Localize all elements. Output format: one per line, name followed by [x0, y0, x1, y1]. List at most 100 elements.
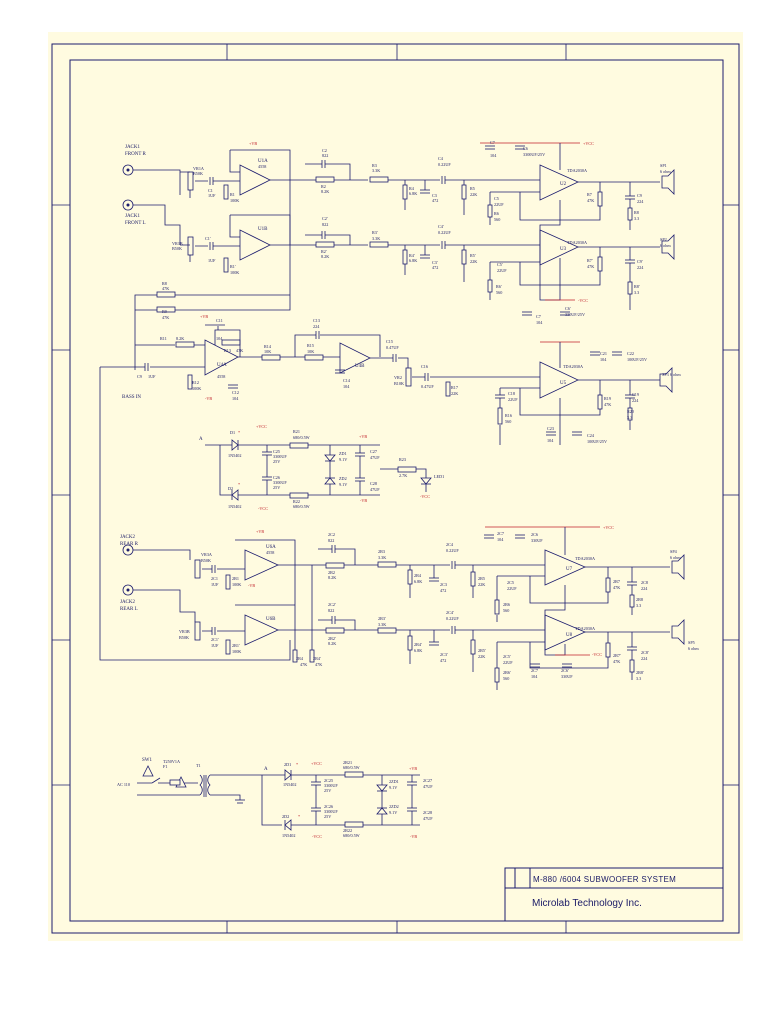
c9-label: C9	[637, 193, 642, 198]
2r22-value: 680/0.5W	[343, 833, 360, 838]
2r4b-value: 6.8K	[414, 648, 422, 653]
r8-label: R8	[634, 210, 639, 215]
sp1-label: SP1	[660, 163, 667, 168]
r7b-label: R7'	[587, 258, 593, 263]
zone-ticks	[52, 44, 739, 933]
c4-value: 0.22UF	[438, 162, 451, 167]
system-title: M-880 /6004 SUBWOOFER SYSTEM	[533, 875, 676, 884]
u6a-vb-neg: -VB	[248, 583, 255, 588]
c12-value: 104	[232, 396, 239, 401]
rear-vcc-neg: -VCC	[592, 652, 602, 657]
2c25-value: 3300UF	[324, 783, 338, 788]
r5-value: 22K	[470, 192, 477, 197]
2r3-label: 2R3	[378, 549, 385, 554]
2zd1-label: 2ZD1	[389, 779, 399, 784]
r15-label: R15	[307, 343, 314, 348]
c28-label: C28	[370, 481, 377, 486]
r14-label: R14	[264, 344, 272, 349]
c25-value: 3300UF	[273, 454, 287, 459]
r22-label: R22	[293, 499, 300, 504]
r4b-label: R4'	[409, 253, 415, 258]
paper-background	[48, 32, 743, 941]
jack1-r-label-2: FRONT R	[125, 152, 147, 157]
d1-star: *	[238, 430, 240, 435]
2r4b-label: 2R4'	[414, 642, 422, 647]
u4a-label: U4A	[217, 363, 227, 368]
c27-value: 47UF	[370, 455, 380, 460]
u7-label: U7	[566, 567, 573, 572]
r1b-value: 100K	[230, 270, 239, 275]
u4a-vb-pos: +VB	[200, 314, 208, 319]
bass-in-label: BASS IN	[122, 395, 141, 400]
2c7b-label: 2C7	[531, 668, 538, 673]
2c2-label: 2C2	[328, 532, 335, 537]
u5-type: TDA2030A	[563, 364, 583, 369]
c6-label: C6	[523, 146, 528, 151]
2c5-label: 2C5	[507, 580, 514, 585]
jack2-r-label-2: REAR R	[120, 542, 139, 547]
c2b-value: 822	[322, 222, 328, 227]
c15-label: C15	[386, 339, 393, 344]
d1-label: D1	[230, 430, 235, 435]
r4b-value: 6.8K	[409, 258, 417, 263]
2r7-label: 2R7	[613, 579, 620, 584]
2r21-value: 680/0.5W	[343, 765, 360, 770]
f1-rating: T250V1A	[163, 759, 180, 764]
2r8-label: 2R8	[636, 597, 643, 602]
sp2-speaker-icon	[661, 234, 675, 260]
vr3b-value: B50K	[179, 635, 189, 640]
2c27-value: 47UF	[423, 784, 433, 789]
r1b-label: R1'	[230, 264, 236, 269]
2c8b-value: 224	[641, 656, 648, 661]
inner-frame	[69, 59, 724, 922]
u7-type: TDA2030A	[575, 556, 595, 561]
2c28-label: 2C28	[423, 810, 432, 815]
2r6b-label: 2R6'	[503, 670, 511, 675]
title-block: M-880 /6004 SUBWOOFER SYSTEM Microlab Te…	[504, 867, 724, 922]
c5b-value: 22UF	[497, 268, 507, 273]
r6b-label: R6'	[496, 284, 502, 289]
c26-voltage: 25V	[273, 485, 280, 490]
c4-label: C4	[438, 156, 444, 161]
c2b-label: C2'	[322, 216, 328, 221]
d2-value: 1N5402	[228, 504, 242, 509]
sp1-speaker-icon	[661, 169, 675, 195]
supply-a-node: A	[199, 437, 203, 442]
u1a-label: U1A	[258, 159, 268, 164]
vr1b-value: B50K	[172, 246, 182, 251]
sp2-value: 6 ohm	[660, 243, 671, 248]
u6b-label: U6B	[266, 617, 276, 622]
2c28-value: 47UF	[423, 816, 433, 821]
2c6b-value: 330UF	[561, 674, 573, 679]
c5b-label: C5'	[497, 262, 503, 267]
jack2-l-label-1: JACK2	[120, 600, 136, 605]
2r1b-value: 100K	[232, 649, 241, 654]
c15-value: 0.47UF	[386, 345, 399, 350]
c1b-label: C1'	[205, 236, 211, 241]
2c8-value: 224	[641, 586, 648, 591]
r8b-label: R8'	[634, 284, 640, 289]
2c25-label: 2C25	[324, 778, 333, 783]
c13-value: 224	[313, 324, 320, 329]
r5b-value: 22K	[470, 259, 477, 264]
r8-value: 3.3	[634, 216, 639, 221]
u1a-type: 4558	[258, 164, 266, 169]
u4a-type: 4558	[217, 374, 225, 379]
u1b-label: U1B	[258, 227, 268, 232]
r4-label: R4	[409, 186, 415, 191]
r15-value: 10K	[307, 349, 314, 354]
2c6-value: 330UF	[531, 538, 543, 543]
2c4b-value: 0.22UF	[446, 616, 459, 621]
u5-label: U5	[560, 381, 567, 386]
2c7b-value: 104	[531, 674, 538, 679]
2r5b-value: 22K	[478, 654, 485, 659]
c1b-value: 1UF	[208, 258, 216, 263]
sp5-value: 6 ohm	[688, 646, 699, 651]
2c6b-label: 2C6'	[561, 668, 569, 673]
supply-a-vcc-pos: +VCC	[256, 424, 267, 429]
jack2-r-label-1: JACK2	[120, 535, 136, 540]
mains-vb-neg: -VB	[410, 834, 417, 839]
outer-frame	[51, 43, 740, 934]
c22-label: C22	[627, 351, 634, 356]
